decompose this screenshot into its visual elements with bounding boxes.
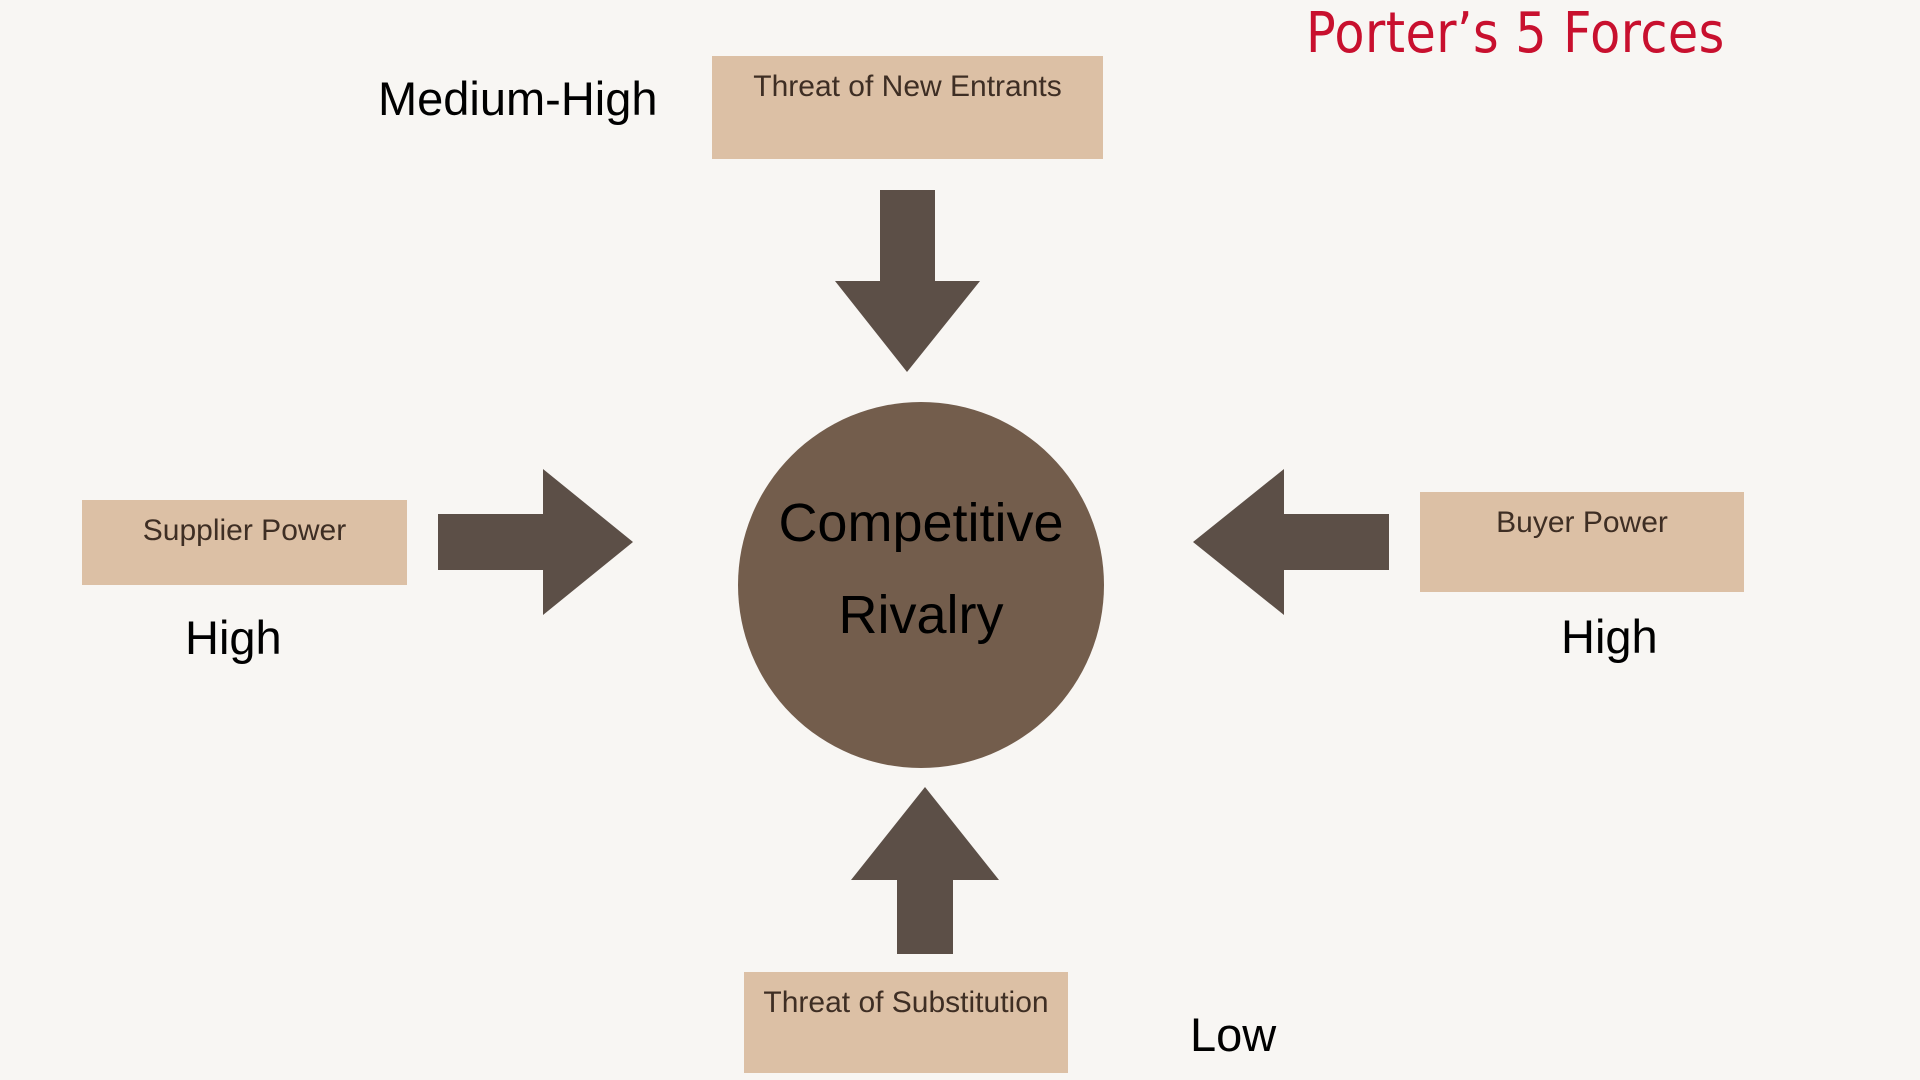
substitution-box: Threat of Substitution: [744, 972, 1068, 1073]
competitive-rivalry-label: Competitive Rivalry: [738, 402, 1104, 768]
new-entrants-rating: Medium-High: [378, 72, 658, 125]
buyer-power-box: Buyer Power: [1420, 492, 1744, 592]
center-line-1: Competitive: [778, 493, 1064, 553]
supplier-power-rating: High: [185, 611, 282, 664]
arrow-down-new-entrants: [835, 190, 980, 372]
arrow-up-substitution: [851, 787, 999, 954]
arrow-right-supplier-power: [438, 469, 633, 615]
page-title: Porter’s 5 Forces: [1306, 1, 1725, 66]
substitution-label: Threat of Substitution: [763, 986, 1049, 1019]
supplier-power-label: Supplier Power: [142, 514, 347, 547]
arrow-left-buyer-power: [1193, 469, 1389, 615]
new-entrants-box: Threat of New Entrants: [712, 56, 1103, 159]
center-line-2: Rivalry: [838, 585, 1004, 645]
substitution-rating: Low: [1190, 1008, 1277, 1061]
competitive-rivalry-circle: [738, 402, 1104, 768]
buyer-power-rating: High: [1561, 610, 1658, 663]
new-entrants-label: Threat of New Entrants: [753, 70, 1062, 103]
supplier-power-box: Supplier Power: [82, 500, 407, 585]
buyer-power-label: Buyer Power: [1496, 506, 1668, 539]
